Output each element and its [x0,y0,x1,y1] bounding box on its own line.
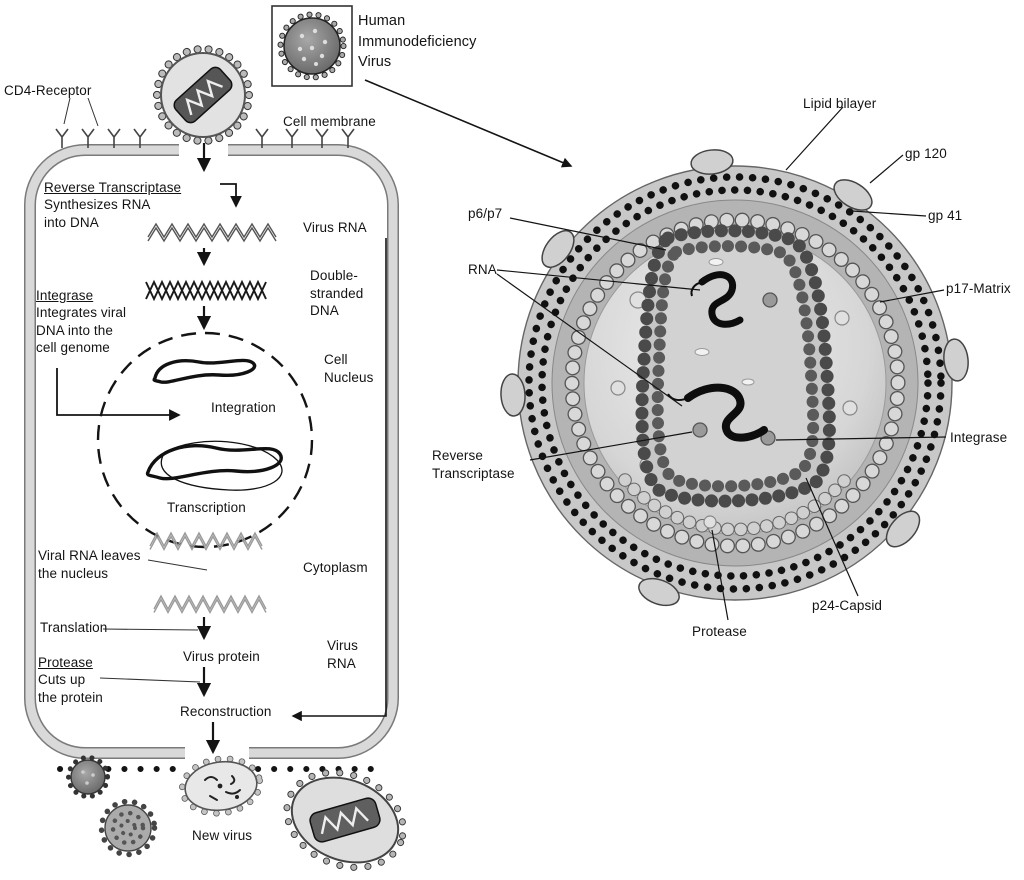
cell-membrane-outline [24,140,399,764]
free-virions [66,755,407,871]
virus-rna-zigzag [147,222,277,243]
label-p17-matrix: p17-Matrix [946,281,1011,296]
budding-virus [178,755,264,817]
label-gp120: gp 120 [905,146,947,161]
p24-capsid-shell [635,224,836,508]
virus-speckles [297,28,328,66]
host-dna-loop [160,440,283,491]
label-cell-nucleus: Cell Nucleus [324,352,374,385]
label-protease-title: Protease [38,655,93,670]
entering-virus [153,45,253,145]
nascent-rna-zigzag [149,531,263,551]
integration-arrow [56,368,181,421]
label-double-stranded-dna: Double- stranded DNA [310,268,364,319]
cytoplasmic-rna-zigzag [153,594,267,614]
label-integrase-desc: Integrates viral DNA into the cell genom… [36,305,127,356]
capsid-contents [667,258,778,446]
label-virus-rna-2: Virus RNA [327,638,359,671]
box-to-virion-arrow [364,79,573,168]
cd4-receptors [55,97,355,148]
label-virus-protein: Virus protein [183,649,260,664]
label-new-virus: New virus [192,828,253,843]
double-stranded-dna [145,279,267,302]
virus-contents [204,775,241,801]
label-lipid-bilayer: Lipid bilayer [803,96,877,111]
rna-strand-upper [698,271,744,328]
label-integrase-title: Integrase [36,288,94,303]
integrated-dna-squiggle [152,358,257,384]
label-p6-p7: p6/p7 [468,206,503,221]
replication-flow [56,143,387,755]
label-cell-membrane: Cell membrane [283,114,376,129]
transcribing-dna-squiggle [145,443,283,481]
label-rna-leaves: Viral RNA leaves the nucleus [38,548,141,581]
label-reverse-transcriptase-desc: Synthesizes RNA into DNA [44,197,151,230]
virion-structure [496,106,969,621]
protease-molecule [703,515,717,529]
reverse-transcriptase-molecule [692,422,708,438]
label-cd4-receptor: CD4-Receptor [4,83,92,98]
label-reverse-transcriptase-virion: Reverse Transcriptase [432,448,515,481]
hiv-virus-box [271,5,353,87]
label-gp41: gp 41 [928,208,963,223]
large-virion [283,769,407,871]
label-integrase-virion: Integrase [950,430,1008,445]
cell-nucleus-outline [96,331,314,549]
label-integration: Integration [211,400,276,415]
label-cytoplasm: Cytoplasm [303,560,368,575]
label-rna: RNA [468,262,497,277]
small-virion-1 [66,755,110,799]
label-translation: Translation [40,620,108,635]
gp120-knobs [500,149,969,607]
label-protease-virion: Protease [692,624,747,639]
label-virus-rna: Virus RNA [303,220,367,235]
rna-strand-lower [684,383,768,442]
label-transcription: Transcription [167,500,246,515]
small-virion-2 [98,798,158,858]
translation-pointer [102,628,199,631]
label-protease-desc: Cuts up the protein [38,672,103,705]
label-p24-capsid: p24-Capsid [812,598,883,613]
label-reverse-transcriptase-title: Reverse Transcriptase [44,180,182,195]
virion-leader-lines [496,106,947,621]
virus-rna-to-reconstruction-arrow [291,238,387,722]
label-reconstruction: Reconstruction [180,704,272,719]
protease-pointer [99,677,201,683]
label-hiv-title: Human Immunodeficiency Virus [358,13,477,71]
